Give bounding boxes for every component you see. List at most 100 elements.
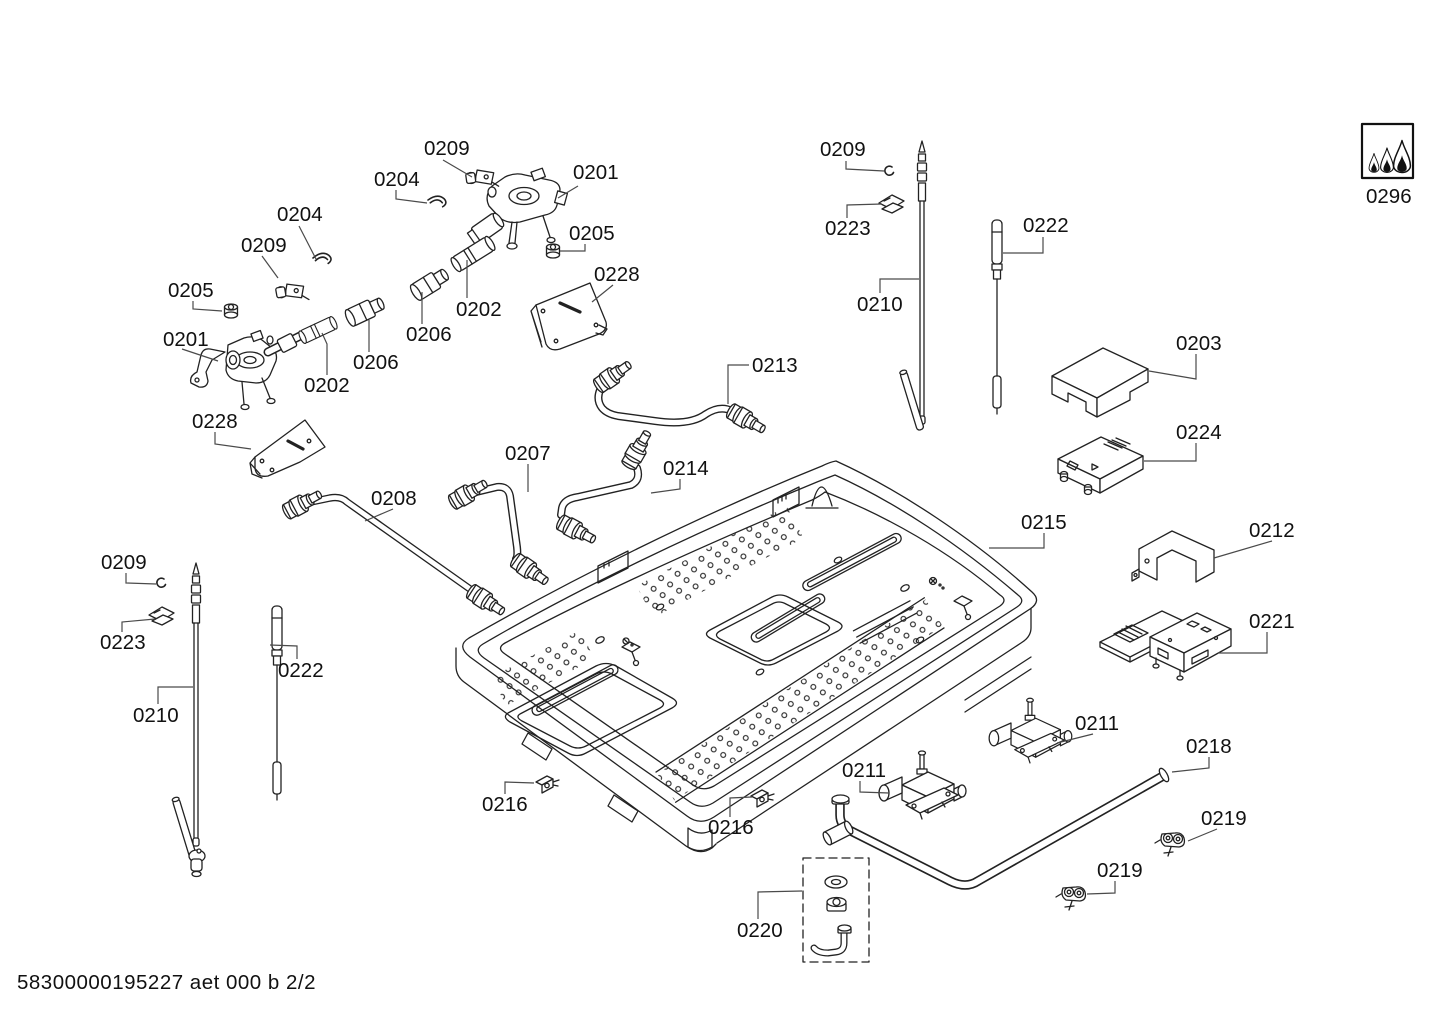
part-0222-electrode-right xyxy=(991,219,1003,415)
part-0216-clip-2 xyxy=(750,789,775,808)
leader-0216 xyxy=(729,796,753,817)
leader-0222 xyxy=(269,644,298,659)
part-0219-clip-2 xyxy=(1055,886,1087,911)
callout-0207: 0207 xyxy=(505,442,551,465)
part-0224-module xyxy=(1057,436,1144,496)
callout-0208: 0208 xyxy=(371,487,417,510)
leader-0210 xyxy=(879,278,919,293)
leader-0214 xyxy=(650,479,681,494)
leader-0201 xyxy=(181,348,219,362)
leader-0211 xyxy=(1056,733,1094,744)
part-0205-nut-right xyxy=(545,243,561,259)
callout-0215: 0215 xyxy=(1021,511,1067,534)
callout-0219: 0219 xyxy=(1097,859,1143,882)
part-0201-burner-lower xyxy=(189,329,305,411)
part-0218-pipe xyxy=(822,767,1170,890)
leader-0209 xyxy=(125,573,157,585)
callout-0218: 0218 xyxy=(1186,735,1232,758)
callout-0214: 0214 xyxy=(663,457,709,480)
part-0228-bracket-left xyxy=(249,419,326,479)
leader-0211 xyxy=(859,781,890,794)
callout-0204: 0204 xyxy=(277,203,323,226)
callout-0205: 0205 xyxy=(569,222,615,245)
part-0209-holder-2 xyxy=(274,280,310,306)
callout-0223: 0223 xyxy=(100,631,146,654)
leader-0201 xyxy=(557,185,579,199)
callout-0206: 0206 xyxy=(353,351,399,374)
callout-0222: 0222 xyxy=(1023,214,1069,237)
leader-0209 xyxy=(442,159,473,178)
leader-0212 xyxy=(1213,540,1273,559)
callout-0220: 0220 xyxy=(737,919,783,942)
callout-0210: 0210 xyxy=(133,704,179,727)
leader-0221 xyxy=(1218,632,1268,654)
part-0206-nozzle-upper xyxy=(407,265,453,303)
part-0208-pipe xyxy=(279,485,510,621)
callout-0211: 0211 xyxy=(1075,712,1119,735)
part-0222-electrode-left xyxy=(271,605,283,801)
callout-0209: 0209 xyxy=(101,551,147,574)
leader-0224 xyxy=(1144,443,1197,462)
callout-0202: 0202 xyxy=(456,298,502,321)
part-0210-thermocouple-left xyxy=(171,562,206,878)
part-0215-base-pan xyxy=(455,460,1038,853)
callout-0210: 0210 xyxy=(857,293,903,316)
leader-0228 xyxy=(591,284,614,303)
leader-0216 xyxy=(504,781,535,794)
part-0220-connector-kit xyxy=(802,857,870,963)
callout-0203: 0203 xyxy=(1176,332,1222,355)
callout-0222: 0222 xyxy=(278,659,324,682)
part-0214-pipe xyxy=(553,426,657,549)
callout-0216: 0216 xyxy=(482,793,528,816)
flame-intensity-icon xyxy=(1360,122,1415,180)
callout-0206: 0206 xyxy=(406,323,452,346)
leader-0213 xyxy=(727,364,749,404)
callout-0224: 0224 xyxy=(1176,421,1222,444)
leader-0223 xyxy=(121,618,156,632)
part-0209-clip-right xyxy=(884,165,895,176)
part-0209-clip-left xyxy=(156,577,167,588)
part-0212-bracket xyxy=(1131,530,1215,583)
part-0211-valve-2 xyxy=(988,697,1073,764)
leader-0208 xyxy=(364,508,394,522)
part-0202-tube-lower xyxy=(296,315,340,345)
callout-0209: 0209 xyxy=(424,137,470,160)
part-0203-cover xyxy=(1051,347,1149,418)
leader-0204 xyxy=(395,190,428,204)
callout-0228: 0228 xyxy=(192,410,238,433)
part-0205-nut-left xyxy=(223,303,239,319)
leader-0205 xyxy=(192,301,223,312)
leader-0203 xyxy=(1148,354,1197,380)
part-0213-pipe xyxy=(590,355,770,439)
callout-0223: 0223 xyxy=(825,217,871,240)
callout-0213: 0213 xyxy=(752,354,798,377)
leader-0220 xyxy=(757,890,803,919)
part-0204-spring-1 xyxy=(426,194,448,209)
part-0219-clip-1 xyxy=(1154,832,1186,857)
leader-0202 xyxy=(321,332,328,375)
leader-0215 xyxy=(989,533,1045,549)
callout-0211: 0211 xyxy=(842,759,886,782)
part-0216-clip-1 xyxy=(535,775,560,794)
leader-0219 xyxy=(1187,828,1218,842)
callout-0205: 0205 xyxy=(168,279,214,302)
callout-0201: 0201 xyxy=(163,328,209,351)
part-0223-bracket-left xyxy=(148,606,175,626)
part-0207-pipe xyxy=(445,474,553,591)
leader-0205 xyxy=(560,244,586,252)
callout-0212: 0212 xyxy=(1249,519,1295,542)
callout-0204: 0204 xyxy=(374,168,420,191)
leader-0228 xyxy=(214,432,252,450)
callout-0228: 0228 xyxy=(594,263,640,286)
part-0210-thermocouple-right xyxy=(899,140,928,431)
callout-0216: 0216 xyxy=(708,816,754,839)
leader-0204 xyxy=(298,225,317,260)
callout-0219: 0219 xyxy=(1201,807,1247,830)
callout-0202: 0202 xyxy=(304,374,350,397)
callout-0201: 0201 xyxy=(573,161,619,184)
legend-label: 0296 xyxy=(1366,185,1412,208)
part-0206-nozzle-lower xyxy=(342,293,388,329)
